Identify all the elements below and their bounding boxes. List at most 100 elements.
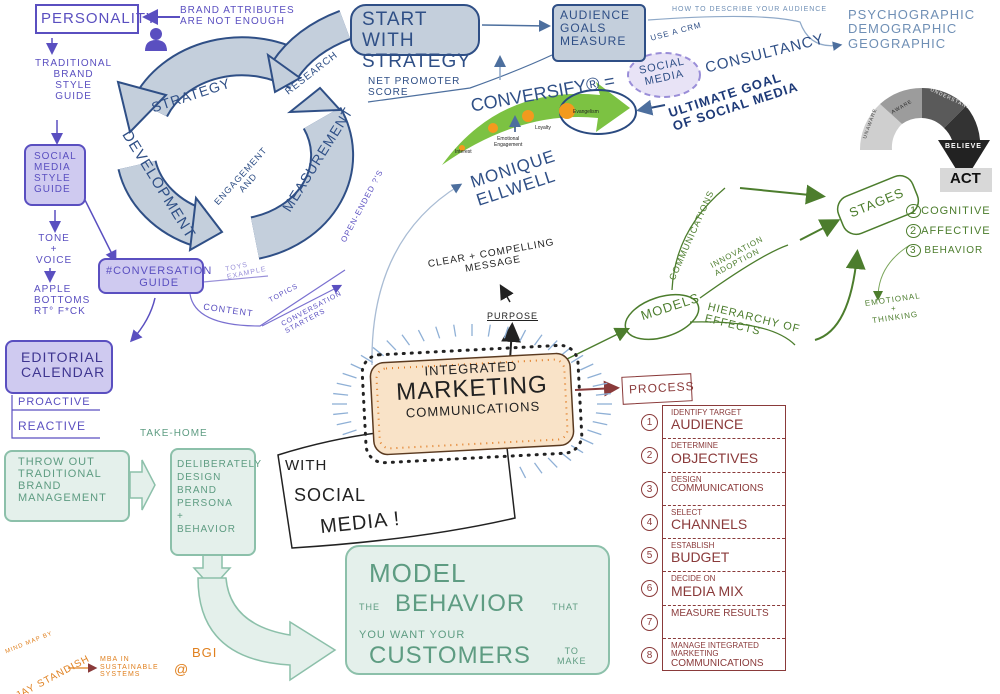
imc-ray	[333, 392, 349, 396]
imc-ray	[519, 329, 527, 342]
throw-out-label: Throw out Traditional Brand Management	[18, 456, 107, 505]
net-promoter-score-label: Net promoter score	[368, 76, 461, 98]
imc-ray	[360, 354, 374, 364]
imc-ray	[592, 420, 608, 426]
step-number: 5	[641, 547, 658, 564]
stage-number: 1	[906, 204, 922, 218]
process-step: 3 DesignCommunications	[641, 473, 785, 506]
imc-ray	[519, 466, 527, 479]
step-number: 7	[641, 613, 658, 631]
process-step: 8 Manage integrated marketingcommunicatio…	[641, 639, 785, 672]
stage-number: 3	[906, 244, 921, 258]
imc-ray	[503, 326, 509, 339]
step-small-text: Identify target	[671, 408, 742, 417]
take-home-label: Take-Home	[140, 428, 208, 439]
step-number: 6	[641, 580, 658, 598]
imc-ray	[547, 340, 558, 351]
process-title: Process	[628, 379, 695, 397]
step-small-text: Select	[671, 507, 703, 517]
step-number: 3	[641, 480, 658, 498]
step-main-text: communications	[671, 657, 764, 669]
conversify-funnel-arrow	[442, 82, 666, 165]
stage-emotional-engagement: Emotional Engagement	[494, 136, 523, 148]
step-main-text: Measure results	[671, 607, 769, 619]
social-media-style-guide-box: Social Media Style Guide	[24, 144, 86, 206]
the-label: the	[359, 602, 380, 612]
process-steps-list: 1Identify targetAudience2DetermineObject…	[641, 405, 786, 672]
imc-ray	[587, 372, 602, 379]
process-step: 2 DetermineObjectives	[641, 439, 785, 473]
process-step: 6Decide onMedia Mix	[641, 572, 785, 606]
imc-ray	[533, 462, 543, 474]
step-main-text: Objectives	[671, 449, 759, 466]
stage-loyalty: Loyalty	[535, 125, 551, 131]
audience-segments-list: Psychographic Demographic Geographic	[848, 7, 976, 51]
imc-ray	[570, 354, 584, 364]
gauge-believe: Believe	[945, 143, 982, 150]
step-number: 2	[641, 447, 658, 465]
proactive-label: Proactive	[18, 396, 91, 408]
step-small-text: Manage integrated marketing	[671, 640, 759, 659]
stage-behavior: Behavior	[924, 245, 984, 257]
step-small-text: Establish	[671, 541, 715, 550]
stage-evangelism: Evangelism	[573, 109, 599, 115]
bgi-logo: BGI	[192, 645, 218, 660]
start-with-strategy-label: Start with Strategy	[362, 9, 471, 72]
at-symbol: @	[174, 661, 190, 677]
to-make-label: to make	[557, 646, 587, 666]
step-small-text: Design	[671, 474, 702, 484]
step-number: 8	[641, 646, 658, 664]
reactive-label: Reactive	[18, 419, 87, 433]
imc-ray	[547, 457, 558, 468]
imc-ray	[579, 363, 594, 371]
imc-ray	[595, 412, 611, 416]
stage-number: 2	[906, 224, 922, 239]
describe-audience-note: How to describe your audience	[672, 6, 828, 13]
process-step: 1Identify targetAudience	[641, 406, 785, 440]
that-label: that	[552, 602, 579, 612]
step-main-text: Budget	[671, 549, 730, 566]
deliberately-design-box: Deliberately Design Brand Persona + Beha…	[170, 448, 261, 556]
social-label: Social	[294, 485, 367, 505]
model-label: Model	[369, 558, 467, 588]
imc-ray	[435, 326, 441, 339]
imc-ray	[533, 334, 543, 346]
editorial-calendar-box: Editorial Calendar	[5, 340, 113, 394]
with-label: With	[285, 457, 328, 474]
imc-ray	[579, 437, 594, 445]
apple-bottoms-label: Apple Bottoms RT° F*ck	[34, 284, 91, 317]
models-connectors	[564, 174, 920, 361]
step-number: 1	[641, 414, 658, 431]
imc-ray	[401, 334, 411, 346]
customers-label: Customers	[369, 642, 531, 669]
imc-ray	[372, 346, 385, 357]
step-small-text: Determine	[671, 441, 719, 451]
process-step: 7 Measure results	[641, 606, 785, 639]
stage-list: 1Cognitive 2Affective 3 Behavior	[906, 204, 991, 258]
imc-ray	[336, 420, 352, 426]
stage-cognitive: Cognitive	[921, 205, 991, 217]
model-behavior-box: Model the Behavior that You want your Cu…	[345, 545, 610, 675]
step-main-text: Media Mix	[671, 582, 744, 599]
social-media-style-guide-label: Social Media Style Guide	[34, 151, 77, 195]
imc-box: Integrated Marketing Communications	[371, 357, 574, 422]
stage-affective: Affective	[921, 225, 991, 238]
social-media-bubble	[627, 52, 701, 98]
imc-ray	[417, 329, 425, 342]
step-main-text: Communications	[671, 482, 764, 494]
imc-ray	[333, 412, 349, 416]
stage-item: 1Cognitive	[906, 204, 991, 218]
awareness-gauge	[859, 87, 992, 192]
imc-ray	[592, 382, 608, 388]
mba-label: MBA in Sustainable Systems	[100, 656, 159, 679]
personality-label: Personality	[41, 10, 158, 27]
start-with-strategy-box: Start with Strategy	[350, 4, 480, 72]
strategy-cycle-arrows	[116, 10, 355, 260]
imc-ray	[386, 340, 397, 351]
stage-item: 2Affective	[906, 224, 991, 239]
process-step: 5 EstablishBudget	[641, 539, 785, 573]
imc-ray	[453, 324, 457, 337]
imc-ray	[487, 324, 491, 337]
step-main-text: Channels	[671, 516, 748, 533]
